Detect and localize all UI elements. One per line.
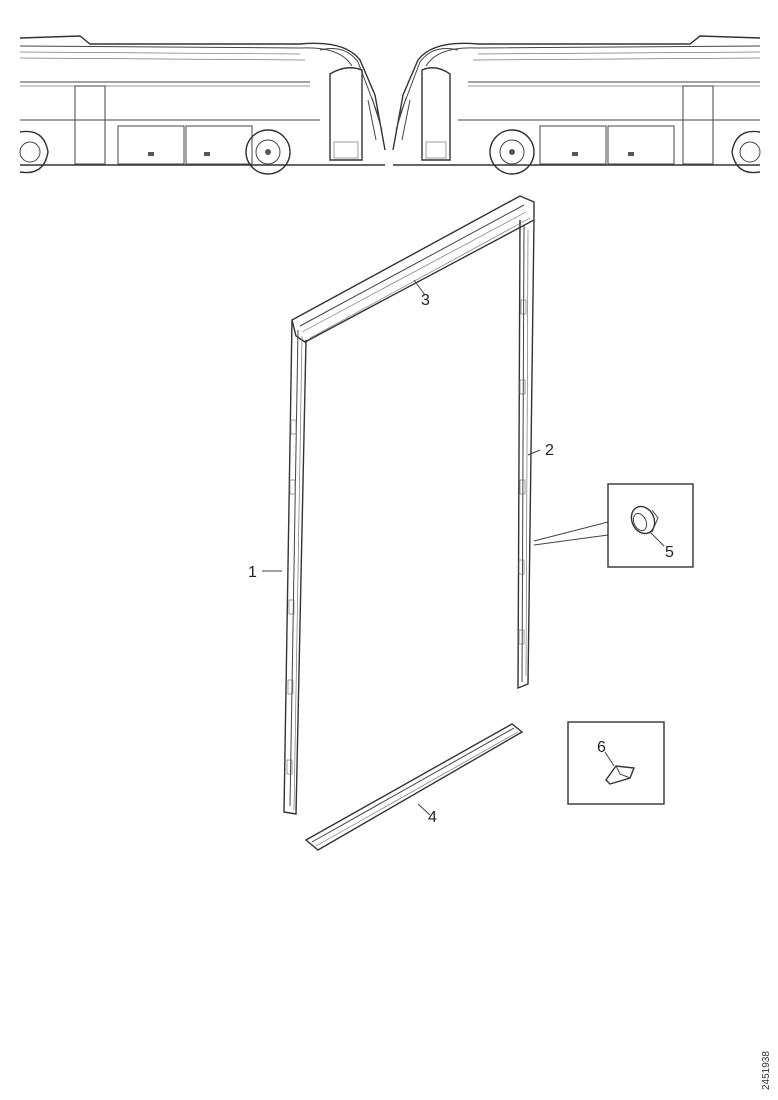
clip-part-5: [630, 505, 659, 535]
callout-4: 4: [428, 809, 437, 826]
callout-3: 3: [421, 292, 430, 309]
door-seal-frame: [283, 195, 535, 851]
right-seal-part-2: [517, 219, 535, 690]
sill-seal-part-4: [304, 723, 524, 851]
drawing-id: 2451938: [761, 1051, 772, 1090]
top-seal-part-3: [291, 195, 535, 343]
bus-right-view: [392, 35, 761, 175]
callout-5: 5: [665, 544, 674, 561]
left-seal-part-1: [283, 319, 307, 815]
bus-left-view: [19, 35, 386, 175]
detail-box-part-6: [567, 721, 665, 805]
callout-1: 1: [248, 564, 257, 581]
detail-box-part-5: [533, 483, 694, 568]
leader-lines: [262, 279, 665, 816]
end-cap-part-6: [605, 765, 635, 785]
callout-6: 6: [597, 739, 606, 756]
callout-2: 2: [545, 442, 554, 459]
